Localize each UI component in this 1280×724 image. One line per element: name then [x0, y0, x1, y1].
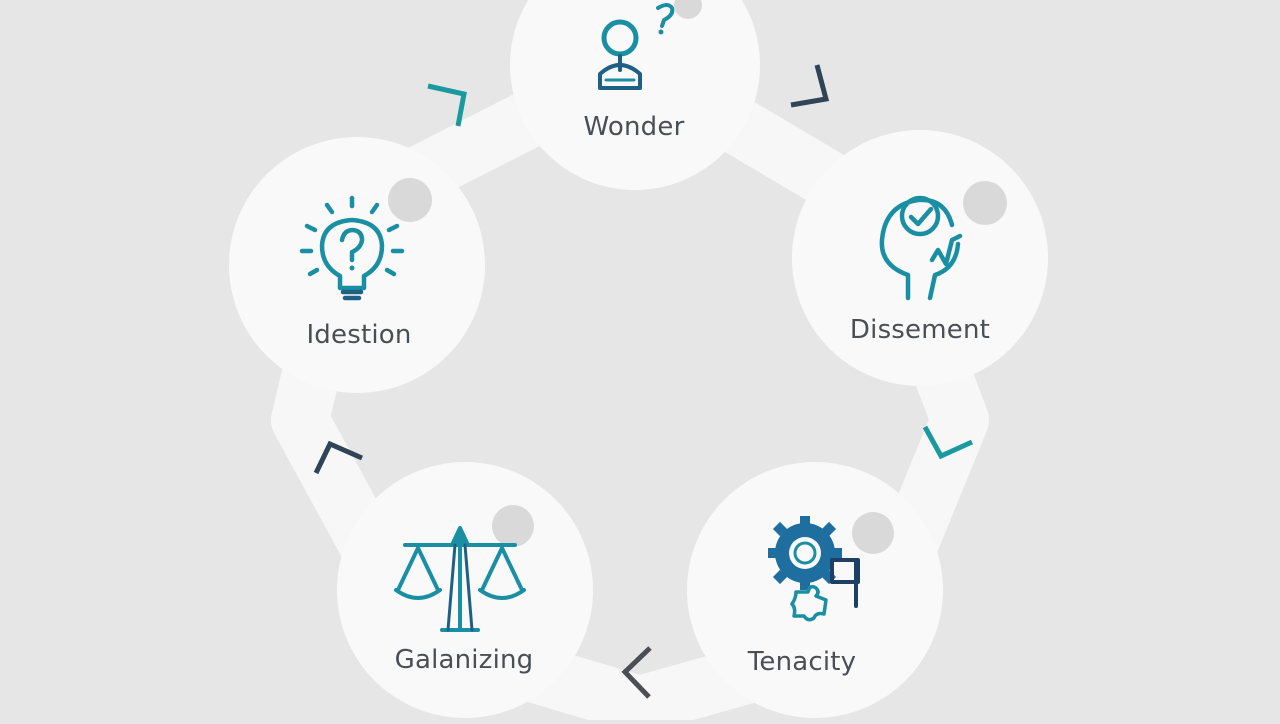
- status-dot: [674, 0, 702, 19]
- lightbulb-question-icon: [299, 195, 405, 301]
- arrow-galanizing-to-idestion: [313, 440, 364, 475]
- arrow-tenacity-to-galanizing: [621, 646, 652, 699]
- status-dot: [852, 512, 894, 554]
- arrow-dissement-to-tenacity: [922, 425, 974, 460]
- node-wonder-circle: [510, 0, 760, 190]
- status-dot: [388, 178, 432, 222]
- status-dot: [963, 181, 1007, 225]
- node-label-tenacity: Tenacity: [747, 647, 857, 677]
- node-idestion-circle: [229, 137, 485, 393]
- node-label-galanizing: Galanizing: [394, 645, 534, 675]
- gear-puzzle-icon: [768, 516, 860, 622]
- arrow-wonder-to-dissement: [790, 64, 830, 108]
- node-label-wonder: Wonder: [583, 112, 685, 142]
- head-check-icon: [879, 195, 963, 301]
- node-label-dissement: Dissement: [849, 315, 991, 345]
- balance-scale-icon: [394, 526, 526, 632]
- node-tenacity-circle: [687, 462, 943, 718]
- arrow-idestion-to-wonder: [427, 83, 467, 127]
- status-dot: [492, 505, 534, 547]
- node-galanizing-circle: [337, 462, 593, 718]
- node-dissement-circle: [792, 130, 1048, 386]
- node-label-idestion: Idestion: [306, 320, 412, 350]
- person-question-icon: [598, 3, 675, 90]
